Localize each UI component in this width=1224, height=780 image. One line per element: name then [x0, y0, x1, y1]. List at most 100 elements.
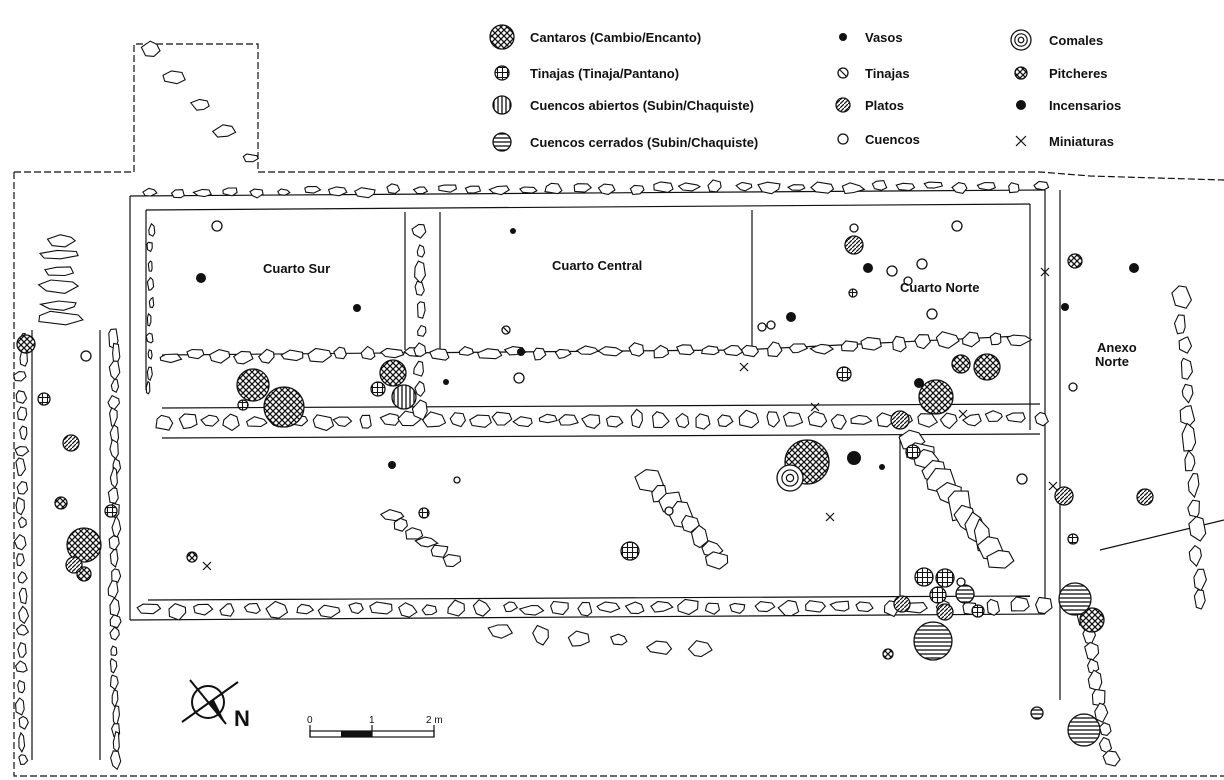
wall-stone — [18, 605, 30, 625]
wall-stone — [782, 411, 804, 427]
legend-symbol-slash-small — [837, 67, 849, 79]
wall-stone — [170, 189, 185, 199]
wall-stones — [13, 40, 1207, 771]
legend-symbol-concentric — [1010, 29, 1032, 51]
artifact-open-circle — [80, 350, 92, 362]
artifact-open-circle — [1016, 473, 1028, 485]
wall-stone — [429, 348, 450, 361]
artifact-open-circle — [211, 220, 223, 232]
wall-stone — [1006, 334, 1033, 347]
wall-stone — [653, 181, 674, 193]
wall-stone — [109, 438, 119, 460]
artifact-cross-hatch-small — [951, 354, 971, 374]
wall-stone — [805, 600, 827, 613]
wall-stone — [630, 408, 643, 429]
wall-stone — [458, 345, 474, 356]
wall-stone — [146, 366, 153, 382]
wall-stone — [110, 378, 120, 393]
artifact-dot-large — [1061, 303, 1069, 311]
wall-stone — [984, 410, 1003, 423]
wall-stone — [46, 234, 77, 248]
legend-label-open-circle: Cuencos — [865, 132, 920, 147]
wall-stone — [917, 413, 939, 428]
wall-stone — [15, 496, 25, 516]
artifact-grid — [848, 288, 858, 298]
legend-label-dot-small: Vasos — [865, 30, 903, 45]
scale-tick-1: 1 — [369, 715, 375, 726]
wall-stone — [379, 413, 401, 426]
wall-stone — [108, 535, 120, 551]
artifact-diagonal-lines — [1136, 488, 1154, 506]
wall-stone — [414, 380, 426, 398]
wall-stone — [829, 600, 850, 612]
wall-stone — [193, 603, 214, 616]
wall-stone — [518, 604, 545, 616]
wall-stone — [19, 349, 28, 367]
artifact-open-circle — [766, 320, 776, 330]
wall-stone — [549, 600, 569, 616]
wall-stone — [677, 598, 699, 616]
wall-stone — [414, 260, 426, 285]
legend-label-concentric: Comales — [1049, 33, 1103, 48]
wall-stone — [243, 602, 261, 614]
wall-stone — [986, 598, 1001, 617]
wall-stone — [860, 336, 882, 351]
wall-stone — [503, 601, 519, 613]
artifact-horizontal-lines — [955, 584, 975, 604]
wall-stone — [44, 266, 75, 277]
wall-stone — [532, 347, 547, 361]
wall-stone — [16, 480, 29, 495]
wall-stone — [17, 516, 27, 529]
artifact-grid — [836, 366, 852, 382]
legend-label-vertical-lines: Cuencos abiertos (Subin/Chaquiste) — [530, 98, 754, 113]
wall-stone — [1098, 722, 1112, 736]
artifact-dot-large — [517, 348, 525, 356]
wall-stone — [1181, 383, 1194, 404]
wall-stone — [146, 276, 155, 291]
wall-stone — [109, 614, 122, 629]
wall-stone — [186, 348, 205, 360]
wall-stone — [675, 344, 695, 356]
wall-stone — [687, 640, 713, 658]
legend-label-x-mark: Miniaturas — [1049, 134, 1114, 149]
wall-stone — [411, 223, 427, 239]
wall-stone — [107, 580, 119, 599]
wall-stone — [109, 597, 121, 617]
room-label-anexo-norte-line1: Anexo — [1097, 340, 1137, 355]
wall-stone — [277, 188, 291, 196]
wall-stone — [327, 186, 348, 197]
wall-stone — [317, 604, 341, 618]
wall-stone — [155, 414, 174, 431]
wall-stone — [1187, 499, 1200, 518]
wall-stone — [476, 348, 503, 360]
wall-stone — [159, 353, 183, 364]
artifact-grid — [104, 504, 118, 518]
artifact-grid — [929, 586, 947, 604]
artifact-x-mark — [958, 409, 968, 419]
wall-stone — [18, 715, 29, 730]
wall-stone — [892, 335, 907, 353]
wall-stone — [464, 185, 482, 194]
wall-stone — [219, 603, 235, 617]
artifact-horizontal-lines — [1067, 713, 1101, 747]
wall-stone — [109, 674, 119, 691]
artifact-x-mark — [810, 402, 820, 412]
scale-tick-2: 2 m — [426, 715, 443, 726]
wall-stone — [16, 406, 28, 421]
wall-stone — [369, 601, 393, 615]
artifact-dot-large — [847, 451, 861, 465]
artifact-cross-hatch-large — [918, 379, 954, 415]
artifact-dot-large — [196, 273, 206, 283]
artifact-cross-hatch-small — [186, 551, 198, 563]
wall-stone — [312, 414, 335, 432]
artifact-cross-hatch-large — [263, 386, 305, 428]
wall-stone — [757, 181, 781, 195]
wall-stone — [430, 544, 449, 558]
structure-walls — [31, 189, 1224, 760]
wall-stone — [735, 181, 753, 192]
wall-stone — [951, 182, 968, 195]
artifact-open-circle — [886, 265, 898, 277]
wall-stone — [871, 180, 888, 191]
wall-stone — [701, 345, 720, 356]
